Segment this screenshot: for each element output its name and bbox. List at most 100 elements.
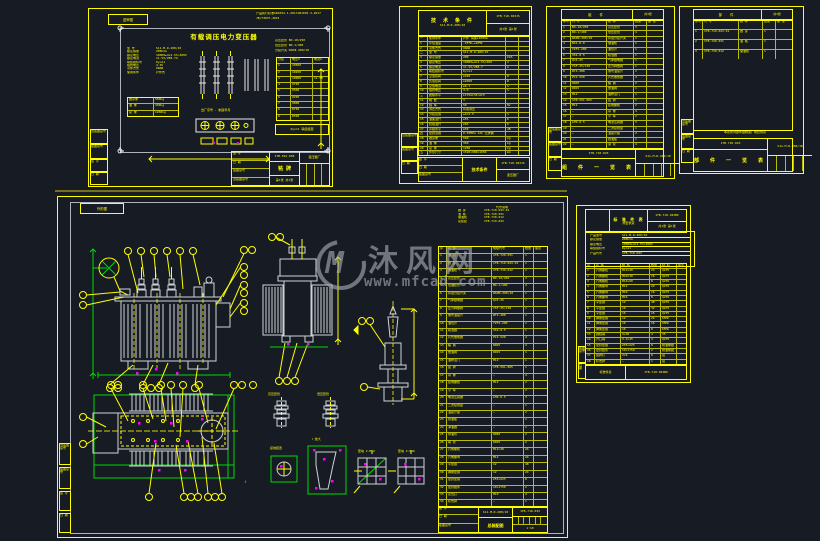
edge-box: 旧底图总号 [548,127,562,142]
table-header-row: 序号 代 号 名 称 数量 备 注 [694,20,792,30]
table-row: 20 总 重 1260 kg [419,146,529,152]
table-row: 10 油位计 YZF2-200 1 [439,321,547,329]
table-row: 9 空载电流 ≤0.7 % [419,84,529,90]
table-row: 6 XS2-0.5 吸湿器 1 [562,53,663,60]
drawing-name: 标准件表 [586,366,626,379]
nameplate-weight-table: 器身重 560kg 油 重 340kg 总 重 1260kg [127,97,179,117]
revision-grid: 签 字 日 期 底图总号 [439,506,479,532]
table-row: 11 相 数 3 [419,98,529,104]
assembly-parts-table: 序 名 称 规格代号 数量 备注 1 油 箱 1TB.720.031 1 2 器… [438,246,548,508]
table-row: 7 平垫圈 12 48 Q235 [586,301,686,307]
nameplate-titleblock: 签 字 日 期 底图总号 旧底图总号 1TB.591.065 铭 牌 第1张 共… [231,151,330,186]
component-table: 序号 代 号 名 称 数量 备 注 1 BD-10/250 高压套管 3 2 B… [561,19,664,149]
nameplate-params: 型 号 S11-M·R-200/10 额定容量 200kVA 额定电压 1000… [127,47,197,93]
table-row: 5 YZF2-200 油位计 1 [562,48,663,54]
table-row: 12 片式散热器 PC2-520 4 [439,336,547,344]
table-row: 3 六角螺栓 M16×60 8 Q235 [586,279,686,286]
table-row: 13 蝶 阀 DN25 2 [439,343,547,352]
edge-box: 旧底图总号 [59,443,71,465]
revision-grid: 签 字 日 期 底图总号 [419,157,463,181]
part-header-band: 部 件 共3张 [693,9,793,21]
table-row: 18 标志牌 — 1 铝 [586,359,686,364]
table-row: 17 铭牌钉 2×6 8 铝 [586,354,686,360]
edge-box: 签 字 [59,491,71,511]
caption-hv-bushing: 高压套管 [268,392,281,396]
signature-grid [300,163,329,185]
param-row: 额定电压 10000±4×2.5%/400V [590,243,690,248]
assembly-tech-block: 代号说明 器 身 1TB.710.023.01 油 箱 1TB.720.031 … [458,206,546,240]
drawing-name: 总装配图 [487,522,504,528]
model-code: S11-M·R-200/10 [479,507,512,519]
table-row: 12 DN15 放油阀 1 [562,87,663,93]
table-row: 19 油 重 340 kg [419,141,529,147]
table-row: 1 1TB.710.023.01 器 身 1 [694,29,792,40]
table-row: 7 QJ4-25 气体继电器 1 [562,59,663,65]
signature-grid [636,163,680,176]
table-row: 31 密封垫圈 ∅55×∅25 8 [439,478,547,486]
tech-row: 油 箱 1TB.720.031 [458,212,504,216]
sheet-part-list: 部 件 共3张 序号 代 号 名 称 数量 备 注 1 1TB.710.023.… [679,6,813,174]
assembly-views-drawing [79,233,425,501]
caption-section: Ⅰ [245,480,246,484]
param-row: 冷却方式 ONAN [127,67,164,71]
table-row: 2 1TB.720.031 油 箱 1 [694,39,792,50]
sheet-standard-parts: 标 准 件 表 成套供货 1TB.710.023BZ 共1张 第1张 产品型号 … [576,205,695,383]
part-table: 序号 代 号 名 称 数量 备 注 1 1TB.710.023.01 器 身 1… [693,19,793,131]
param-row: 产品代号 1TB.710.023 [590,252,690,257]
table-row: 总 重 1260kg [128,110,178,116]
tech-row: 器 身 1TB.710.023.01 [458,209,510,213]
table-row: 二 型 号 S11-M·R-200/10 [419,51,529,57]
table-row: 14 分接范围 ±4×2.5 % [419,113,529,119]
note-line: GB1094.3-2017 [297,12,321,15]
nameplate-right-notes: 高压套管 BD-10/250低压套管 BD-1/400分接开关 WSPⅢ-200… [275,39,327,55]
drawing-code: 1TB.710.023JS [497,158,529,170]
std-pages: 共1张 第1张 [658,224,676,229]
table-header-row: 序 名 称 规 格 数量 材 料 备注 [586,264,686,270]
table-row: 9 信号温度计 WTZ-288 1 [439,314,547,322]
table-row: 8 YSF-25/130 压力释放阀 1 [562,64,663,71]
tech-title: 代号说明 [495,206,508,209]
assembly-corner-label: 外形图 [80,203,124,214]
tech-row: 储油柜 1TB.730.012 [458,216,504,220]
table-row: 9 WTZ-288 信号温度计 1 [562,70,663,77]
spec-title: 技 术 条 件 [430,18,475,25]
std-title: 标 准 件 表 [613,216,644,222]
spec-titleblock: 签 字 日 期 底图总号 技术条件 1TB.710.023JS 变压器厂 [418,157,530,182]
std-titleblock: 标准件表 1TB.710.023BZ [585,365,687,380]
table-row: 一 使用条件 户外 海拔≤1000m [419,37,529,42]
component-header-band: 组 件 共3张 [561,9,664,21]
company-name: 变压器厂 [506,172,519,177]
table-row: 4 9750 [277,83,328,90]
edge-box: 日 期 [681,149,694,163]
drawing-no: 1TB.710.023 [513,507,547,517]
sheet-nameplate: 送审图 产品执行标准GB1094.1-2013GB1094.3-2017JB/T… [88,8,333,187]
table-row: 1 六角螺栓 M12×40 24 Q235 [586,269,686,275]
table-row: 15 密封垫圈 ∅55×∅25 8 耐油橡胶 [586,343,686,349]
table-row: 1 BD-10/250 高压套管 3 [562,25,663,32]
table-row: 2 器 身 1TB.710.023.01 1 [439,261,547,270]
table-row: 12 弹簧垫圈 16 8 65Mn [586,327,686,334]
drawing-name: 技术条件 [463,158,497,181]
table-row: 30 弹簧垫圈 12 24 [439,470,547,479]
edge-box: 日 期 [401,161,418,174]
table-row: 18 器身重 560 kg [419,137,529,142]
fold-line [55,190,567,192]
table-row: 6 联结组标号 Dyn11 [419,70,529,76]
table-row: 16 绕组温升 ≤65 K [419,122,529,128]
table-row: 9 8500 [277,114,328,120]
table-row: 16 密封胶条 10×1750 2 耐油橡胶 [586,349,686,355]
table-row: 29 平垫圈 12 48 [439,463,547,471]
edge-box: 签 字 [90,159,108,172]
edge-box: 日 期 [548,157,562,171]
part-titleblock: 1TB.710.023 部 件 一 览 表 S11-M·R-200/10 [693,138,813,172]
nameplate-top-notes: 产品执行标准GB1094.1-2013GB1094.3-2017JB/T3837… [256,12,326,27]
spec-pages: 共3张 第1张 [499,26,517,31]
table-row: 21 — 挡油板 1 [562,137,663,144]
table-row: 21 二次接线盒 — 1 [439,403,547,411]
sheet-count: 第1张 共1张 [275,177,294,182]
pages-cell: 共3张 [773,12,781,17]
table-row: 4 六角螺母 M12 24 Q235 [586,285,686,291]
table-row: 18 接地螺栓 M12 2 [439,381,547,389]
param-row: 联结组标号 Dyn11 [127,60,166,64]
